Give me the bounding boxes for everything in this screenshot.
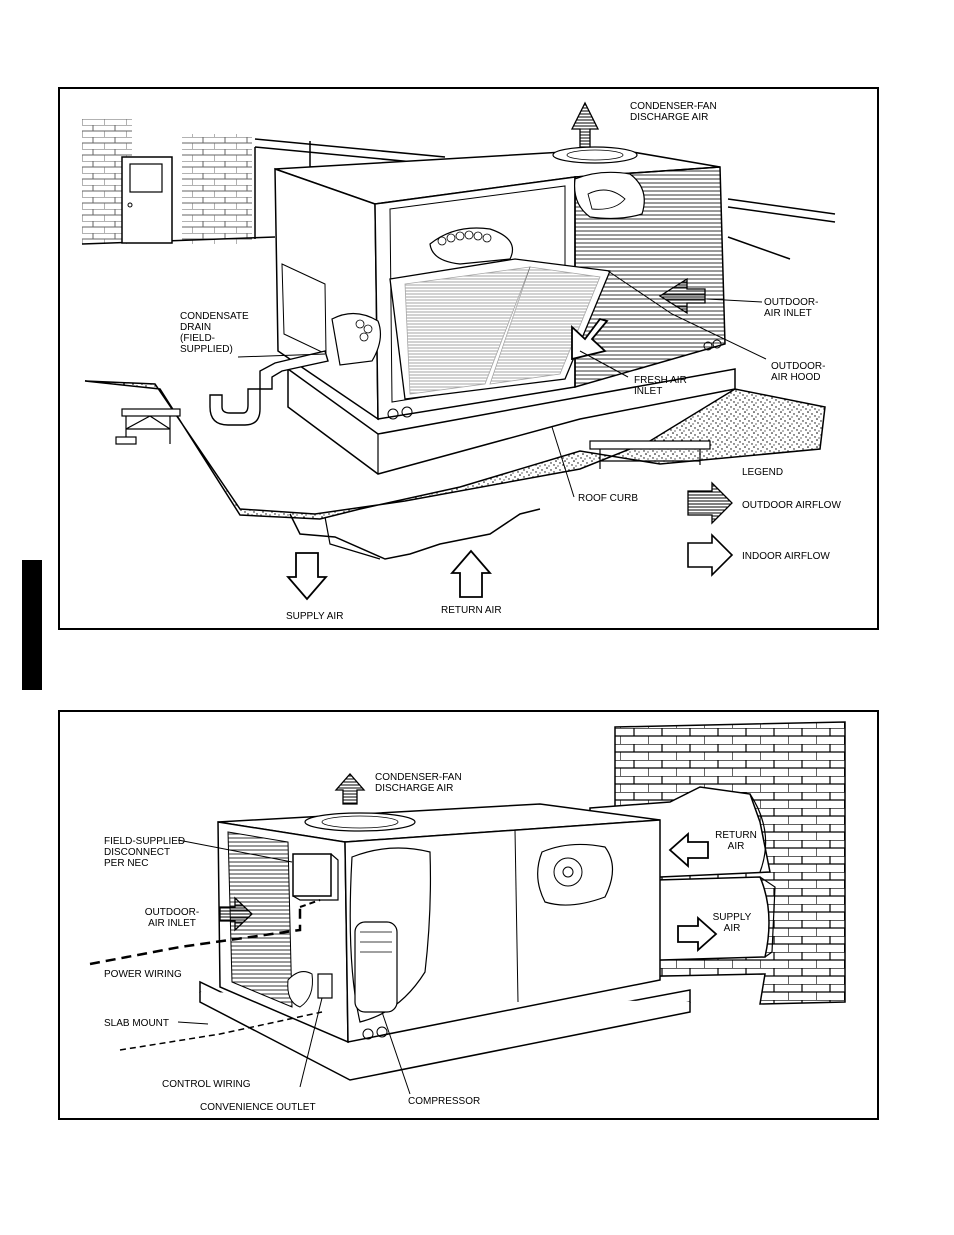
legend-indoor-airflow-arrow	[687, 533, 734, 577]
return-air-arrow	[450, 549, 492, 598]
label-convenience-outlet: CONVENIENCE OUTLET	[200, 1102, 316, 1113]
leader-lines	[177, 839, 411, 1095]
bench-left	[115, 408, 181, 445]
leader-lines	[237, 270, 767, 498]
label-condenser-fan-discharge-air: CONDENSER-FAN DISCHARGE AIR	[375, 772, 462, 794]
label-field-supplied-disconnect: FIELD-SUPPLIED DISCONNECT PER NEC	[104, 836, 186, 869]
label-outdoor-air-inlet: OUTDOOR- AIR INLET	[144, 907, 200, 929]
section-tab	[22, 560, 42, 690]
rooftop-unit	[274, 146, 726, 421]
slab-mount-unit-illustration	[89, 721, 846, 1095]
roof-surface	[84, 380, 826, 520]
label-supply-air: SUPPLY AIR	[286, 611, 344, 622]
outdoor-air-inlet-arrow	[658, 277, 706, 315]
supply-air-arrow	[677, 915, 718, 953]
fresh-air-inlet-arrow	[571, 317, 609, 361]
condensate-drain-pipe	[209, 350, 329, 426]
legend-outdoor-airflow-arrow	[687, 481, 733, 525]
bench-right	[589, 440, 711, 469]
legend-title: LEGEND	[742, 467, 784, 478]
rooftop-unit-illustration	[81, 101, 836, 601]
label-roof-curb: ROOF CURB	[578, 493, 638, 504]
supply-air-arrow	[286, 552, 328, 601]
label-outdoor-air-hood: OUTDOOR- AIR HOOD	[771, 361, 826, 383]
slab-mount-installation-diagram: CONDENSER-FAN DISCHARGE AIR FIELD-SUPPLI…	[58, 710, 879, 1120]
label-fresh-air-inlet: FRESH AIR INLET	[634, 375, 687, 397]
outdoor-air-inlet-arrow	[219, 896, 253, 932]
roof-deck-edge	[289, 508, 541, 560]
label-slab-mount: SLAB MOUNT	[104, 1018, 170, 1029]
slab-mounted-unit	[217, 803, 661, 1044]
label-condensate-drain: CONDENSATE DRAIN (FIELD- SUPPLIED)	[180, 311, 249, 355]
power-wiring	[89, 907, 302, 966]
door	[121, 156, 173, 244]
legend-outdoor-airflow: OUTDOOR AIRFLOW	[742, 500, 841, 511]
label-compressor: COMPRESSOR	[408, 1096, 481, 1107]
roof-curb	[287, 367, 736, 475]
label-outdoor-air-inlet: OUTDOOR- AIR INLET	[764, 297, 819, 319]
condenser-fan-discharge-arrow	[570, 101, 600, 148]
label-condenser-fan-discharge-air: CONDENSER-FAN DISCHARGE AIR	[630, 101, 717, 123]
condenser-fan-discharge-arrow	[334, 773, 366, 805]
label-return-air: RETURN AIR	[441, 605, 502, 616]
legend-indoor-airflow: INDOOR AIRFLOW	[742, 551, 830, 562]
rooftop-installation-diagram: CONDENSER-FAN DISCHARGE AIR OUTDOOR- AIR…	[58, 87, 879, 630]
label-power-wiring: POWER WIRING	[104, 969, 182, 980]
label-control-wiring: CONTROL WIRING	[162, 1079, 251, 1090]
label-supply-air: SUPPLY AIR	[712, 912, 752, 934]
return-air-arrow	[668, 831, 709, 869]
control-wiring	[119, 1011, 323, 1051]
label-return-air: RETURN AIR	[715, 830, 757, 852]
brick-wall-left	[81, 119, 276, 245]
